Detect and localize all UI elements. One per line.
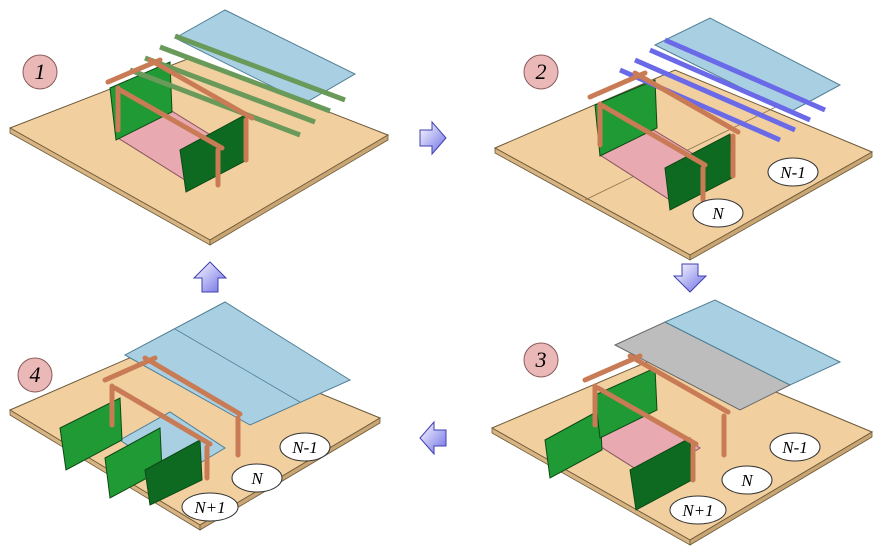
panel-step-4: N-1 N N+1 4 xyxy=(8,301,382,531)
svg-text:N: N xyxy=(250,469,264,488)
segment-label-n+1: N+1 xyxy=(181,492,239,522)
step-number: 1 xyxy=(35,59,46,84)
diaphragm-wall-right xyxy=(144,439,203,506)
step-number: 3 xyxy=(535,347,547,372)
segment-label-n-1: N-1 xyxy=(279,432,331,462)
panel-step-3: N-1 N N+1 3 xyxy=(490,299,874,546)
top-slab xyxy=(173,9,357,104)
step-2-badge: 2 xyxy=(523,54,559,90)
step-number: 4 xyxy=(30,362,41,387)
arrow-left-icon xyxy=(419,420,447,456)
arrow-right-icon xyxy=(419,120,447,156)
timber-frame xyxy=(102,355,243,481)
step-3-badge: 3 xyxy=(523,342,559,378)
segment-label-n+1: N+1 xyxy=(669,495,727,525)
top-slab xyxy=(663,299,842,386)
timber-frame xyxy=(582,353,731,483)
arrow-up-icon xyxy=(192,261,228,293)
step-number: 2 xyxy=(536,59,547,84)
svg-text:N+1: N+1 xyxy=(681,501,713,520)
segment-label-n: N xyxy=(721,465,773,495)
step-4-badge: 4 xyxy=(17,357,53,393)
arrow-down-icon xyxy=(672,263,708,293)
segment-label-n-1: N-1 xyxy=(769,432,821,462)
timber-frame xyxy=(105,57,255,188)
segment-label-n: N xyxy=(692,198,744,228)
segment-label-n: N xyxy=(231,463,283,493)
svg-text:N: N xyxy=(740,471,754,490)
svg-text:N: N xyxy=(711,204,725,223)
svg-text:N-1: N-1 xyxy=(779,163,806,182)
panel-step-2: N-1 N 2 xyxy=(493,17,874,261)
timber-frame xyxy=(587,70,741,203)
diaphragm-wall-left xyxy=(59,397,123,471)
step-1-badge: 1 xyxy=(22,54,58,90)
svg-text:N+1: N+1 xyxy=(193,498,225,517)
diaphragm-wall-left xyxy=(544,409,603,479)
panel-step-1: 1 xyxy=(8,9,390,246)
segment-label-n-1: N-1 xyxy=(767,157,819,187)
svg-text:N-1: N-1 xyxy=(291,438,318,457)
strut-beams xyxy=(129,33,346,138)
svg-text:N-1: N-1 xyxy=(781,438,808,457)
